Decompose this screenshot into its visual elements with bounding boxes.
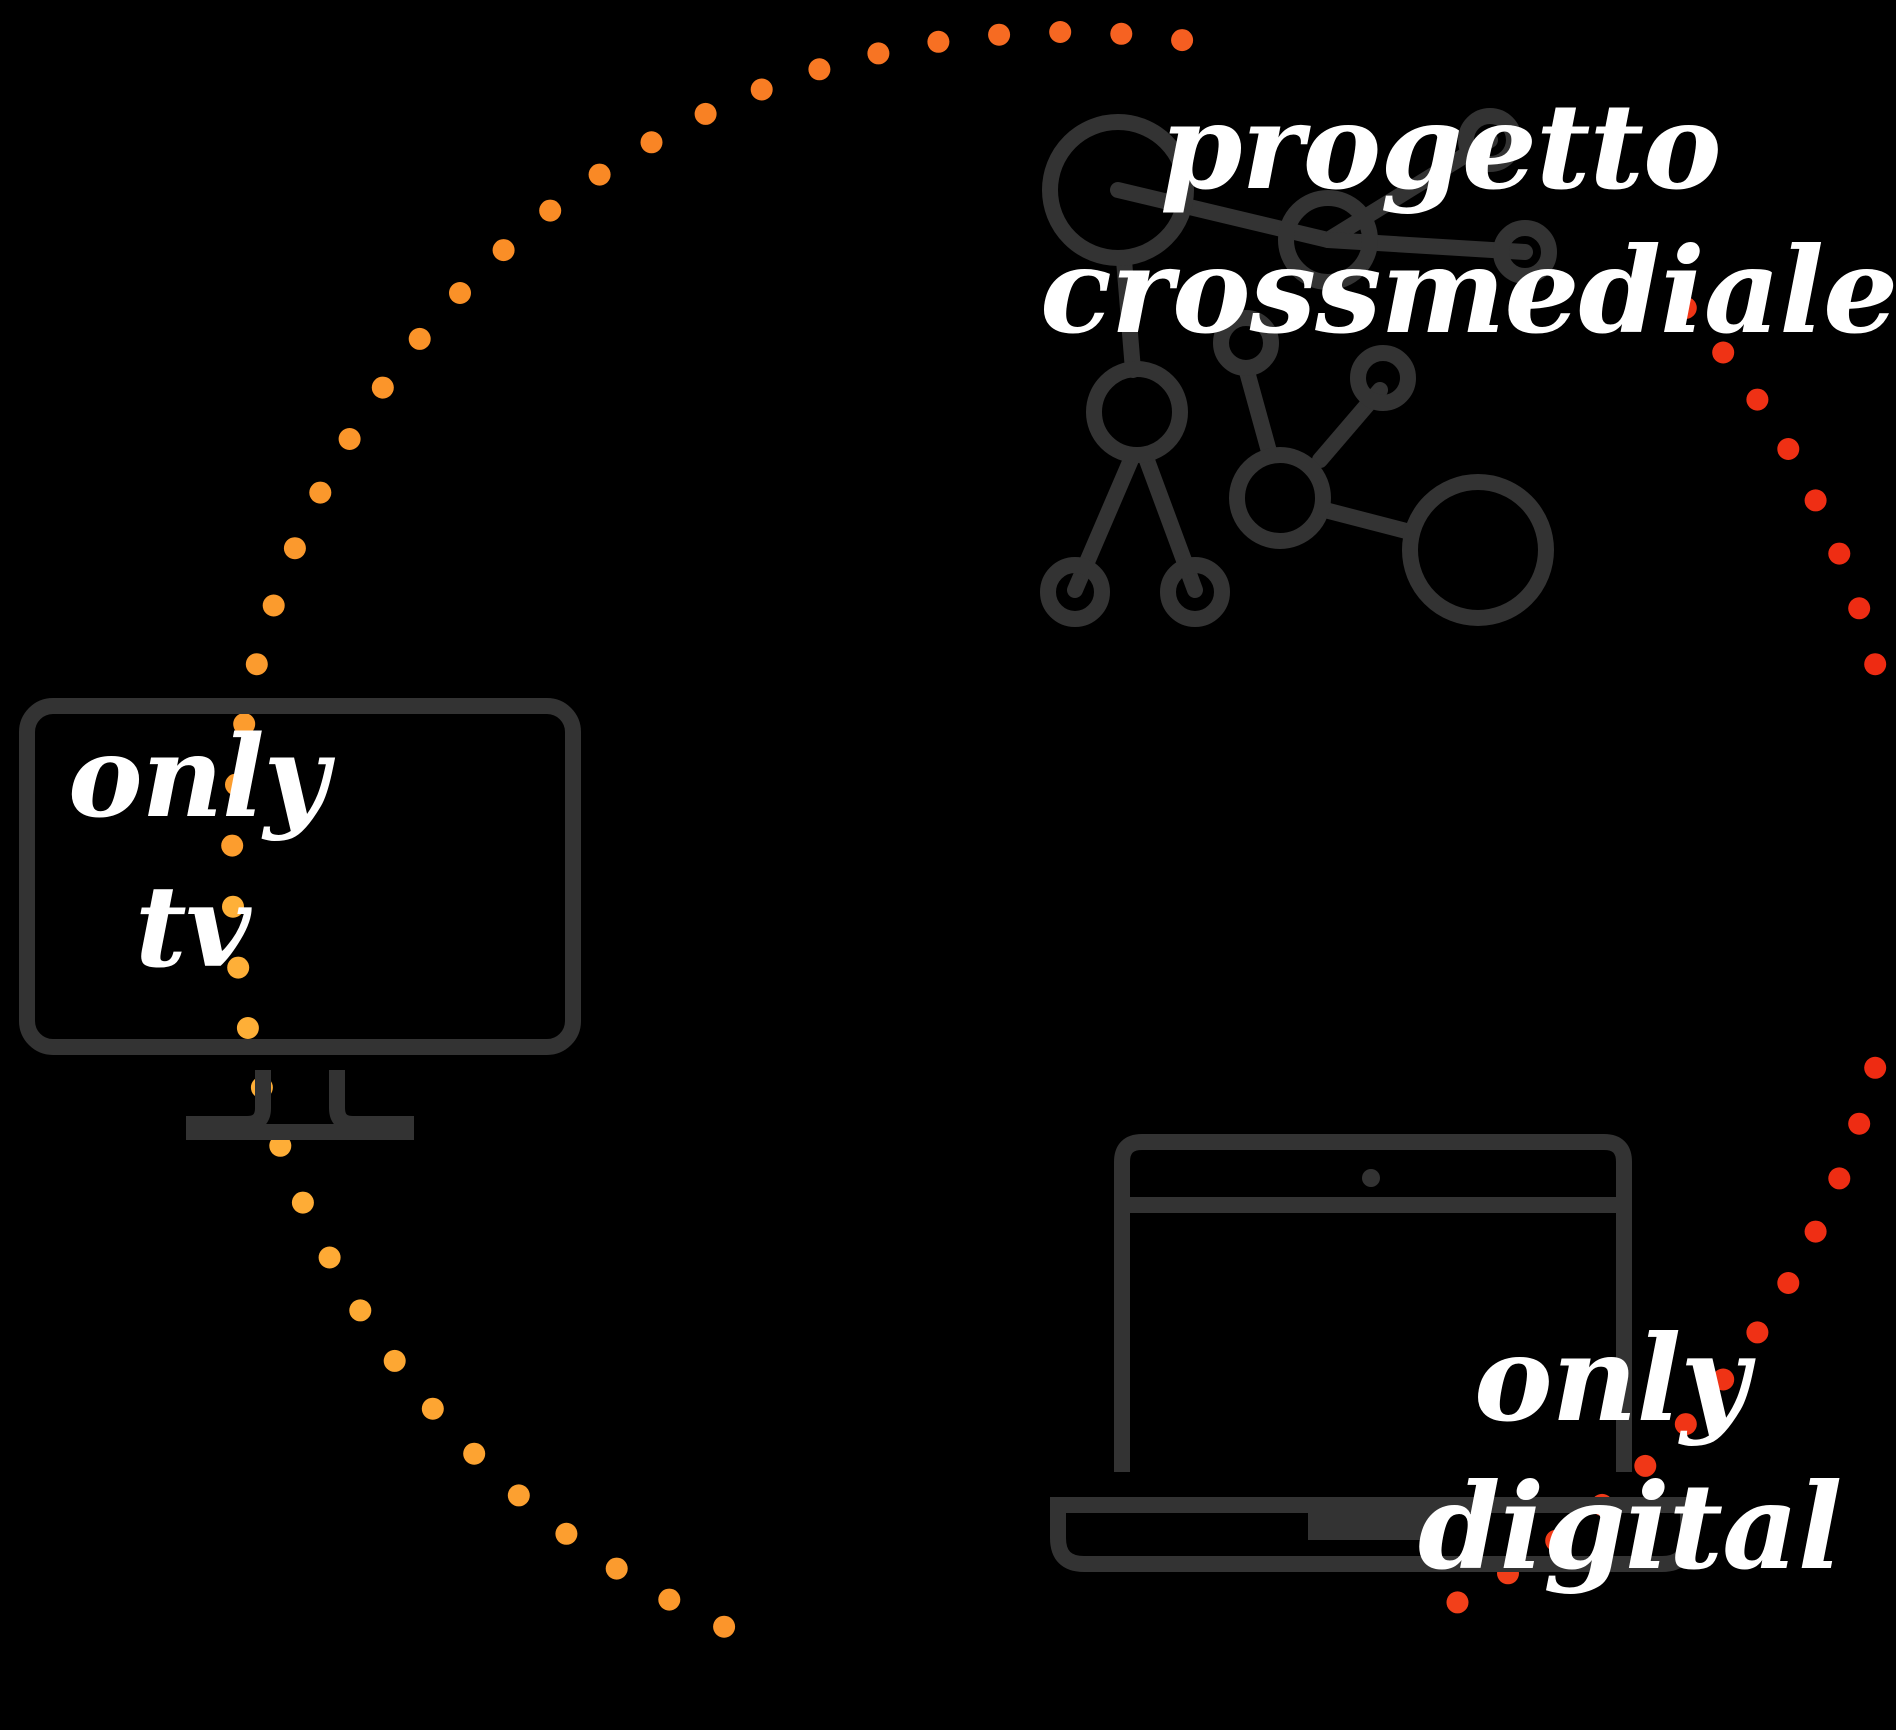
ring-dot	[1712, 341, 1735, 364]
ring-dot	[449, 282, 471, 304]
ring-dot	[640, 131, 663, 154]
ring-dot	[1828, 1167, 1851, 1190]
ring-dot	[318, 1246, 341, 1269]
ring-dot	[867, 42, 890, 65]
tv-label-line2: tv	[135, 862, 251, 993]
ring-dot	[1804, 1220, 1827, 1243]
ring-dot	[588, 163, 611, 186]
ring-dot	[1171, 29, 1194, 52]
ring-dot	[750, 78, 773, 101]
ring-dot	[225, 773, 247, 796]
ring-dot	[383, 1349, 406, 1372]
ring-dot	[1777, 438, 1800, 460]
ring-dot	[227, 956, 250, 979]
ring-dot	[1777, 1272, 1800, 1294]
ring-dot	[291, 1191, 314, 1214]
ring-dot	[221, 834, 244, 857]
ring-dot	[236, 1017, 259, 1039]
laptop-icon	[1050, 1134, 1696, 1572]
ring-dot	[463, 1442, 486, 1465]
crossmedia-label-line1: progetto	[1160, 77, 1722, 216]
ring-dot	[1110, 22, 1133, 45]
ring-dot	[245, 653, 268, 676]
tv-monitor-icon	[19, 698, 581, 1140]
ring-dot	[1848, 597, 1871, 620]
ring-dot	[338, 428, 361, 450]
ring-dot	[349, 1299, 372, 1322]
ring-dot	[658, 1588, 681, 1611]
ring-dot	[262, 594, 285, 617]
ring-dot	[1864, 1056, 1887, 1079]
ring-dot	[1804, 489, 1827, 512]
tv-label-line1: only	[68, 712, 329, 843]
ring-dot	[1545, 1529, 1568, 1552]
ring-dot	[694, 102, 717, 125]
ring-dot	[605, 1557, 628, 1580]
ring-dot	[1674, 1413, 1697, 1436]
ring-dot	[1746, 1321, 1769, 1344]
ring-dot	[555, 1522, 578, 1545]
ring-dot	[1634, 1454, 1657, 1477]
digital-label-line2: digital	[1418, 1457, 1842, 1596]
ring-dot	[371, 376, 394, 399]
ring-dot	[1746, 388, 1769, 411]
ring-dot	[1049, 21, 1072, 43]
ring-dot	[408, 327, 431, 350]
network-nodes-icon	[1040, 108, 1557, 627]
ring-dot	[988, 23, 1011, 46]
ring-dot	[927, 30, 950, 53]
ring-dot	[507, 1484, 530, 1507]
ring-dot	[713, 1615, 736, 1638]
ring-dot	[1712, 1368, 1735, 1391]
ring-dot	[1828, 542, 1851, 565]
ring-dot	[421, 1397, 444, 1420]
ring-dot	[1674, 296, 1697, 319]
ring-dot	[309, 481, 332, 504]
ring-dot	[808, 58, 831, 81]
crossmedia-label-line2: crossmediale	[1040, 221, 1896, 360]
digital-label-line1: only	[1474, 1309, 1749, 1448]
dotted-ring	[221, 21, 1887, 1638]
ring-dot	[1848, 1112, 1871, 1135]
ring-dot	[222, 895, 244, 918]
ring-dot	[1446, 1591, 1469, 1614]
ring-dot	[539, 199, 562, 222]
webcam-dot	[1362, 1169, 1380, 1187]
ring-dot	[269, 1134, 292, 1157]
ring-dot	[492, 239, 515, 262]
ring-dot	[283, 537, 306, 560]
ring-dot	[1864, 653, 1887, 676]
ring-dot	[233, 713, 256, 735]
